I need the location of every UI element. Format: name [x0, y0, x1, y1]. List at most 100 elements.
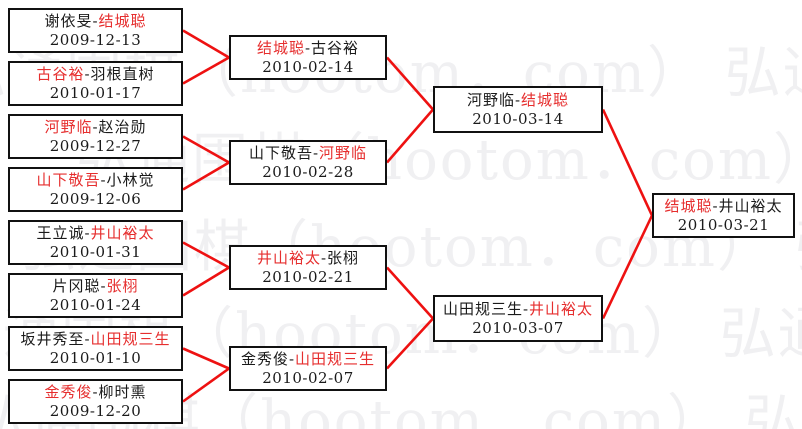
match-players: 片冈聪-张栩: [10, 276, 181, 296]
match-date: 2010-02-28: [262, 163, 354, 181]
connector-line: [182, 29, 230, 59]
connector-line: [601, 108, 654, 217]
match-players: 结城聪-井山裕太: [654, 196, 793, 216]
loser-name: 小林觉: [106, 171, 155, 189]
winner-name: 金秀俊: [44, 383, 93, 401]
connector-line: [182, 135, 230, 164]
connector-line: [386, 108, 434, 164]
player-separator: -: [522, 300, 530, 318]
match-date: 2010-01-31: [49, 243, 142, 261]
player-separator: -: [320, 249, 328, 267]
connector-line: [386, 317, 434, 370]
player-separator: -: [92, 12, 99, 30]
loser-name: 山田规三生: [442, 300, 523, 318]
match-date: 2010-01-24: [49, 296, 142, 314]
winner-name: 古谷裕: [36, 65, 85, 83]
loser-name: 坂井秀至: [20, 330, 85, 348]
loser-name: 河野临: [466, 91, 515, 109]
winner-name: 河野临: [319, 144, 368, 162]
player-separator: -: [92, 383, 99, 401]
winner-name: 山下敬吾: [36, 171, 101, 189]
connector-line: [386, 56, 434, 111]
connector-line: [182, 161, 230, 191]
match-date: 2010-02-21: [262, 268, 354, 286]
player-separator: -: [92, 118, 99, 136]
match-players: 山下敬吾-河野临: [231, 143, 385, 163]
winner-name: 井山裕太: [256, 249, 321, 267]
loser-name: 张栩: [327, 249, 360, 267]
match-date: 2009-12-20: [49, 402, 142, 420]
loser-name: 金秀俊: [240, 350, 289, 368]
match-players: 古谷裕-羽根直树: [10, 64, 181, 84]
winner-name: 结城聪: [256, 39, 305, 57]
winner-name: 井山裕太: [529, 300, 594, 318]
player-separator: -: [304, 39, 312, 57]
winner-name: 山田规三生: [295, 350, 376, 368]
match-date: 2009-12-27: [49, 137, 142, 155]
player-separator: -: [514, 91, 522, 109]
loser-name: 王立诚: [36, 224, 85, 242]
player-separator: -: [312, 144, 320, 162]
loser-name: 赵治勋: [98, 118, 147, 136]
player-separator: -: [84, 330, 91, 348]
winner-name: 河野临: [44, 118, 93, 136]
winner-name: 结城聪: [521, 91, 570, 109]
player-separator: -: [100, 277, 107, 295]
connector-line: [182, 56, 230, 85]
match-date: 2010-03-21: [677, 216, 770, 234]
player-separator: -: [84, 65, 91, 83]
match-date: 2010-01-10: [49, 349, 142, 367]
connector-line: [182, 241, 230, 269]
player-separator: -: [288, 350, 296, 368]
connector-line: [182, 367, 230, 403]
winner-name: 山田规三生: [90, 330, 171, 348]
loser-name: 古谷裕: [311, 39, 360, 57]
loser-name: 片冈聪: [52, 277, 101, 295]
match-players: 王立诚-井山裕太: [10, 223, 181, 243]
match-players: 结城聪-古谷裕: [231, 38, 385, 58]
loser-name: 山下敬吾: [248, 144, 313, 162]
match-date: 2010-01-17: [49, 84, 142, 102]
match-players: 山下敬吾-小林觉: [10, 170, 181, 190]
match-players: 河野临-赵治勋: [10, 117, 181, 137]
winner-name: 井山裕太: [90, 224, 155, 242]
player-separator: -: [84, 224, 91, 242]
match-date: 2009-12-13: [49, 31, 142, 49]
match-players: 井山裕太-张栩: [231, 248, 385, 268]
loser-name: 谢依旻: [44, 12, 93, 30]
loser-name: 羽根直树: [90, 65, 155, 83]
match-players: 山田规三生-井山裕太: [435, 299, 601, 319]
match-players: 河野临-结城聪: [435, 90, 601, 110]
connector-line: [601, 214, 654, 320]
loser-name: 井山裕太: [718, 197, 783, 215]
loser-name: 柳时熏: [98, 383, 147, 401]
connector-line: [182, 266, 230, 297]
connector-line: [182, 347, 230, 370]
match-date: 2010-02-14: [262, 58, 354, 76]
winner-name: 张栩: [106, 277, 139, 295]
match-players: 坂井秀至-山田规三生: [10, 329, 181, 349]
match-date: 2009-12-06: [49, 190, 142, 208]
winner-name: 结城聪: [98, 12, 147, 30]
player-separator: -: [100, 171, 107, 189]
player-separator: -: [712, 197, 719, 215]
connector-line: [386, 266, 434, 320]
match-date: 2010-03-07: [472, 319, 564, 337]
match-players: 谢依旻-结城聪: [10, 11, 181, 31]
match-date: 2010-03-14: [472, 110, 564, 128]
